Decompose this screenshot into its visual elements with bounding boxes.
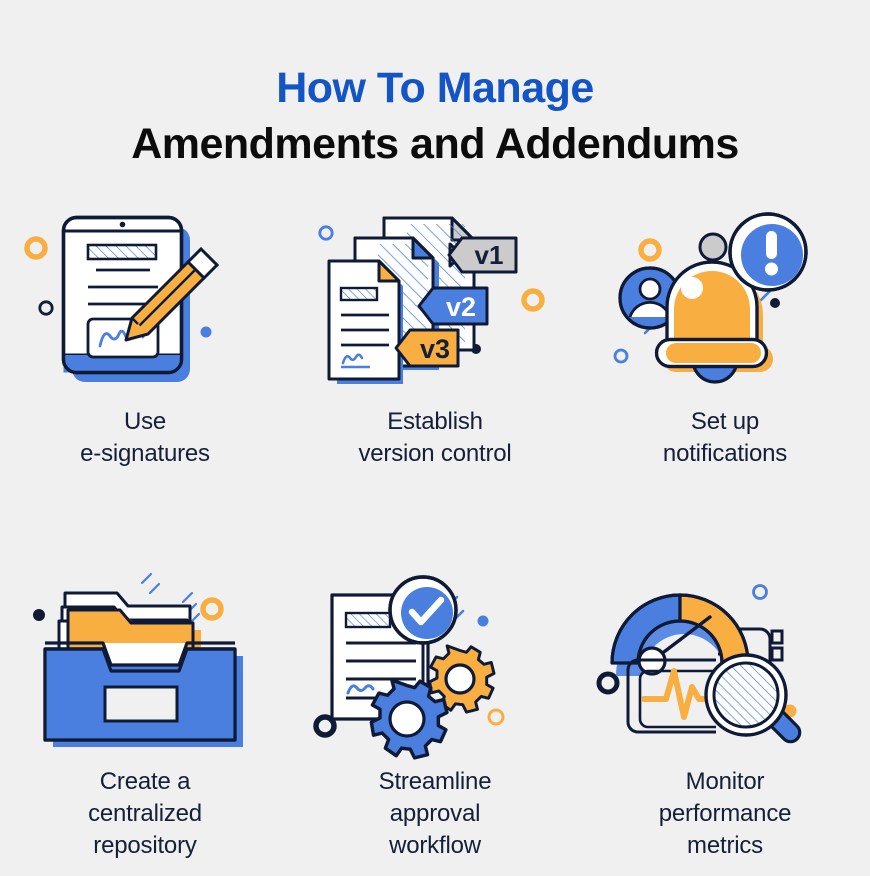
bell-alert-icon bbox=[600, 200, 850, 400]
caption-line-1: Monitor bbox=[685, 767, 765, 795]
caption-line-2: approval bbox=[389, 799, 481, 827]
document-gears-check-icon bbox=[310, 565, 560, 760]
stacked-documents-versions-icon: v1 v2 v3 bbox=[310, 200, 560, 400]
bell-highlight bbox=[681, 277, 703, 299]
steps-row-1: Use e-signatures bbox=[0, 200, 870, 470]
step-card-centralized-repository: Create a centralized repository bbox=[0, 565, 290, 862]
caption-line-2: performance bbox=[658, 799, 792, 827]
step-caption-approval-workflow: Streamline approval workflow bbox=[379, 766, 492, 862]
version-tag-v1: v1 bbox=[447, 236, 518, 274]
pencil-icon bbox=[124, 246, 220, 342]
caption-line-1: Establish bbox=[387, 408, 483, 435]
caption-line-3: workflow bbox=[389, 831, 481, 859]
check-badge bbox=[388, 575, 458, 645]
step-card-e-signatures: Use e-signatures bbox=[0, 200, 290, 470]
pulse-line bbox=[641, 667, 730, 720]
decor-blue-ring bbox=[318, 225, 334, 241]
title-line-2: Amendments and Addendums bbox=[131, 120, 739, 169]
magnifier-icon bbox=[704, 653, 802, 744]
decor-blue-ring bbox=[752, 583, 768, 600]
caption-line-3: repository bbox=[93, 831, 197, 859]
step-caption-performance-metrics: Monitor performance metrics bbox=[659, 766, 792, 862]
step-caption-version-control: Establish version control bbox=[358, 406, 511, 470]
steps-row-2: Create a centralized repository bbox=[0, 565, 870, 862]
step-card-approval-workflow: Streamline approval workflow bbox=[290, 565, 580, 862]
step-card-notifications: Set up notifications bbox=[580, 200, 870, 470]
gear-orange-icon bbox=[428, 644, 496, 714]
box-label bbox=[103, 685, 179, 723]
caption-line-2: centralized bbox=[88, 799, 202, 827]
tablet-signature-pen-icon bbox=[20, 200, 270, 400]
version-tag-label: v2 bbox=[446, 292, 476, 322]
version-tag-label: v1 bbox=[475, 240, 504, 270]
decor-orange-ring bbox=[24, 236, 48, 260]
version-tag-v3: v3 bbox=[394, 328, 460, 368]
caption-line-1: Create a bbox=[99, 767, 191, 795]
decor-navy-dot bbox=[770, 298, 780, 308]
gear-blue-icon bbox=[369, 678, 449, 760]
caption-line-2: notifications bbox=[662, 439, 788, 467]
caption-line-1: Use bbox=[123, 408, 167, 435]
step-card-performance-metrics: Monitor performance metrics bbox=[580, 565, 870, 862]
report-tabs bbox=[770, 629, 784, 662]
page-title: How To Manage Amendments and Addendums bbox=[0, 62, 870, 171]
decor-blue-dot bbox=[200, 326, 212, 338]
decor-orange-ring bbox=[487, 708, 505, 726]
alert-badge bbox=[728, 212, 808, 292]
bell-knob bbox=[698, 232, 728, 262]
caption-line-3: metrics bbox=[687, 831, 763, 859]
decor-navy-ring bbox=[596, 671, 620, 695]
decor-blue-ring bbox=[613, 348, 629, 364]
gauge-chart-magnifier-icon bbox=[596, 565, 850, 760]
gauge-needle bbox=[654, 615, 712, 660]
decor-orange-ring bbox=[521, 288, 545, 312]
decor-navy-dot bbox=[33, 608, 45, 621]
version-tag-v2: v2 bbox=[417, 286, 489, 326]
caption-line-1: Set up bbox=[690, 408, 760, 435]
file-box-folders-icon bbox=[20, 565, 270, 760]
decor-blue-dot bbox=[477, 615, 489, 627]
decor-navy-ring bbox=[38, 300, 54, 316]
decor-navy-ring bbox=[313, 714, 337, 738]
step-caption-centralized-repository: Create a centralized repository bbox=[88, 766, 202, 862]
caption-line-1: Streamline bbox=[378, 767, 492, 795]
steps-grid: Use e-signatures bbox=[0, 200, 870, 862]
title-line-1: How To Manage bbox=[276, 64, 594, 112]
decor-orange-ring bbox=[638, 238, 662, 262]
version-tag-label: v3 bbox=[420, 334, 450, 364]
caption-line-2: version control bbox=[358, 439, 512, 467]
step-caption-notifications: Set up notifications bbox=[663, 406, 787, 470]
caption-line-2: e-signatures bbox=[80, 439, 210, 467]
step-caption-e-signatures: Use e-signatures bbox=[80, 406, 210, 470]
step-card-version-control: v1 v2 v3 Establish version c bbox=[290, 200, 580, 470]
decor-orange-ring bbox=[200, 597, 224, 621]
